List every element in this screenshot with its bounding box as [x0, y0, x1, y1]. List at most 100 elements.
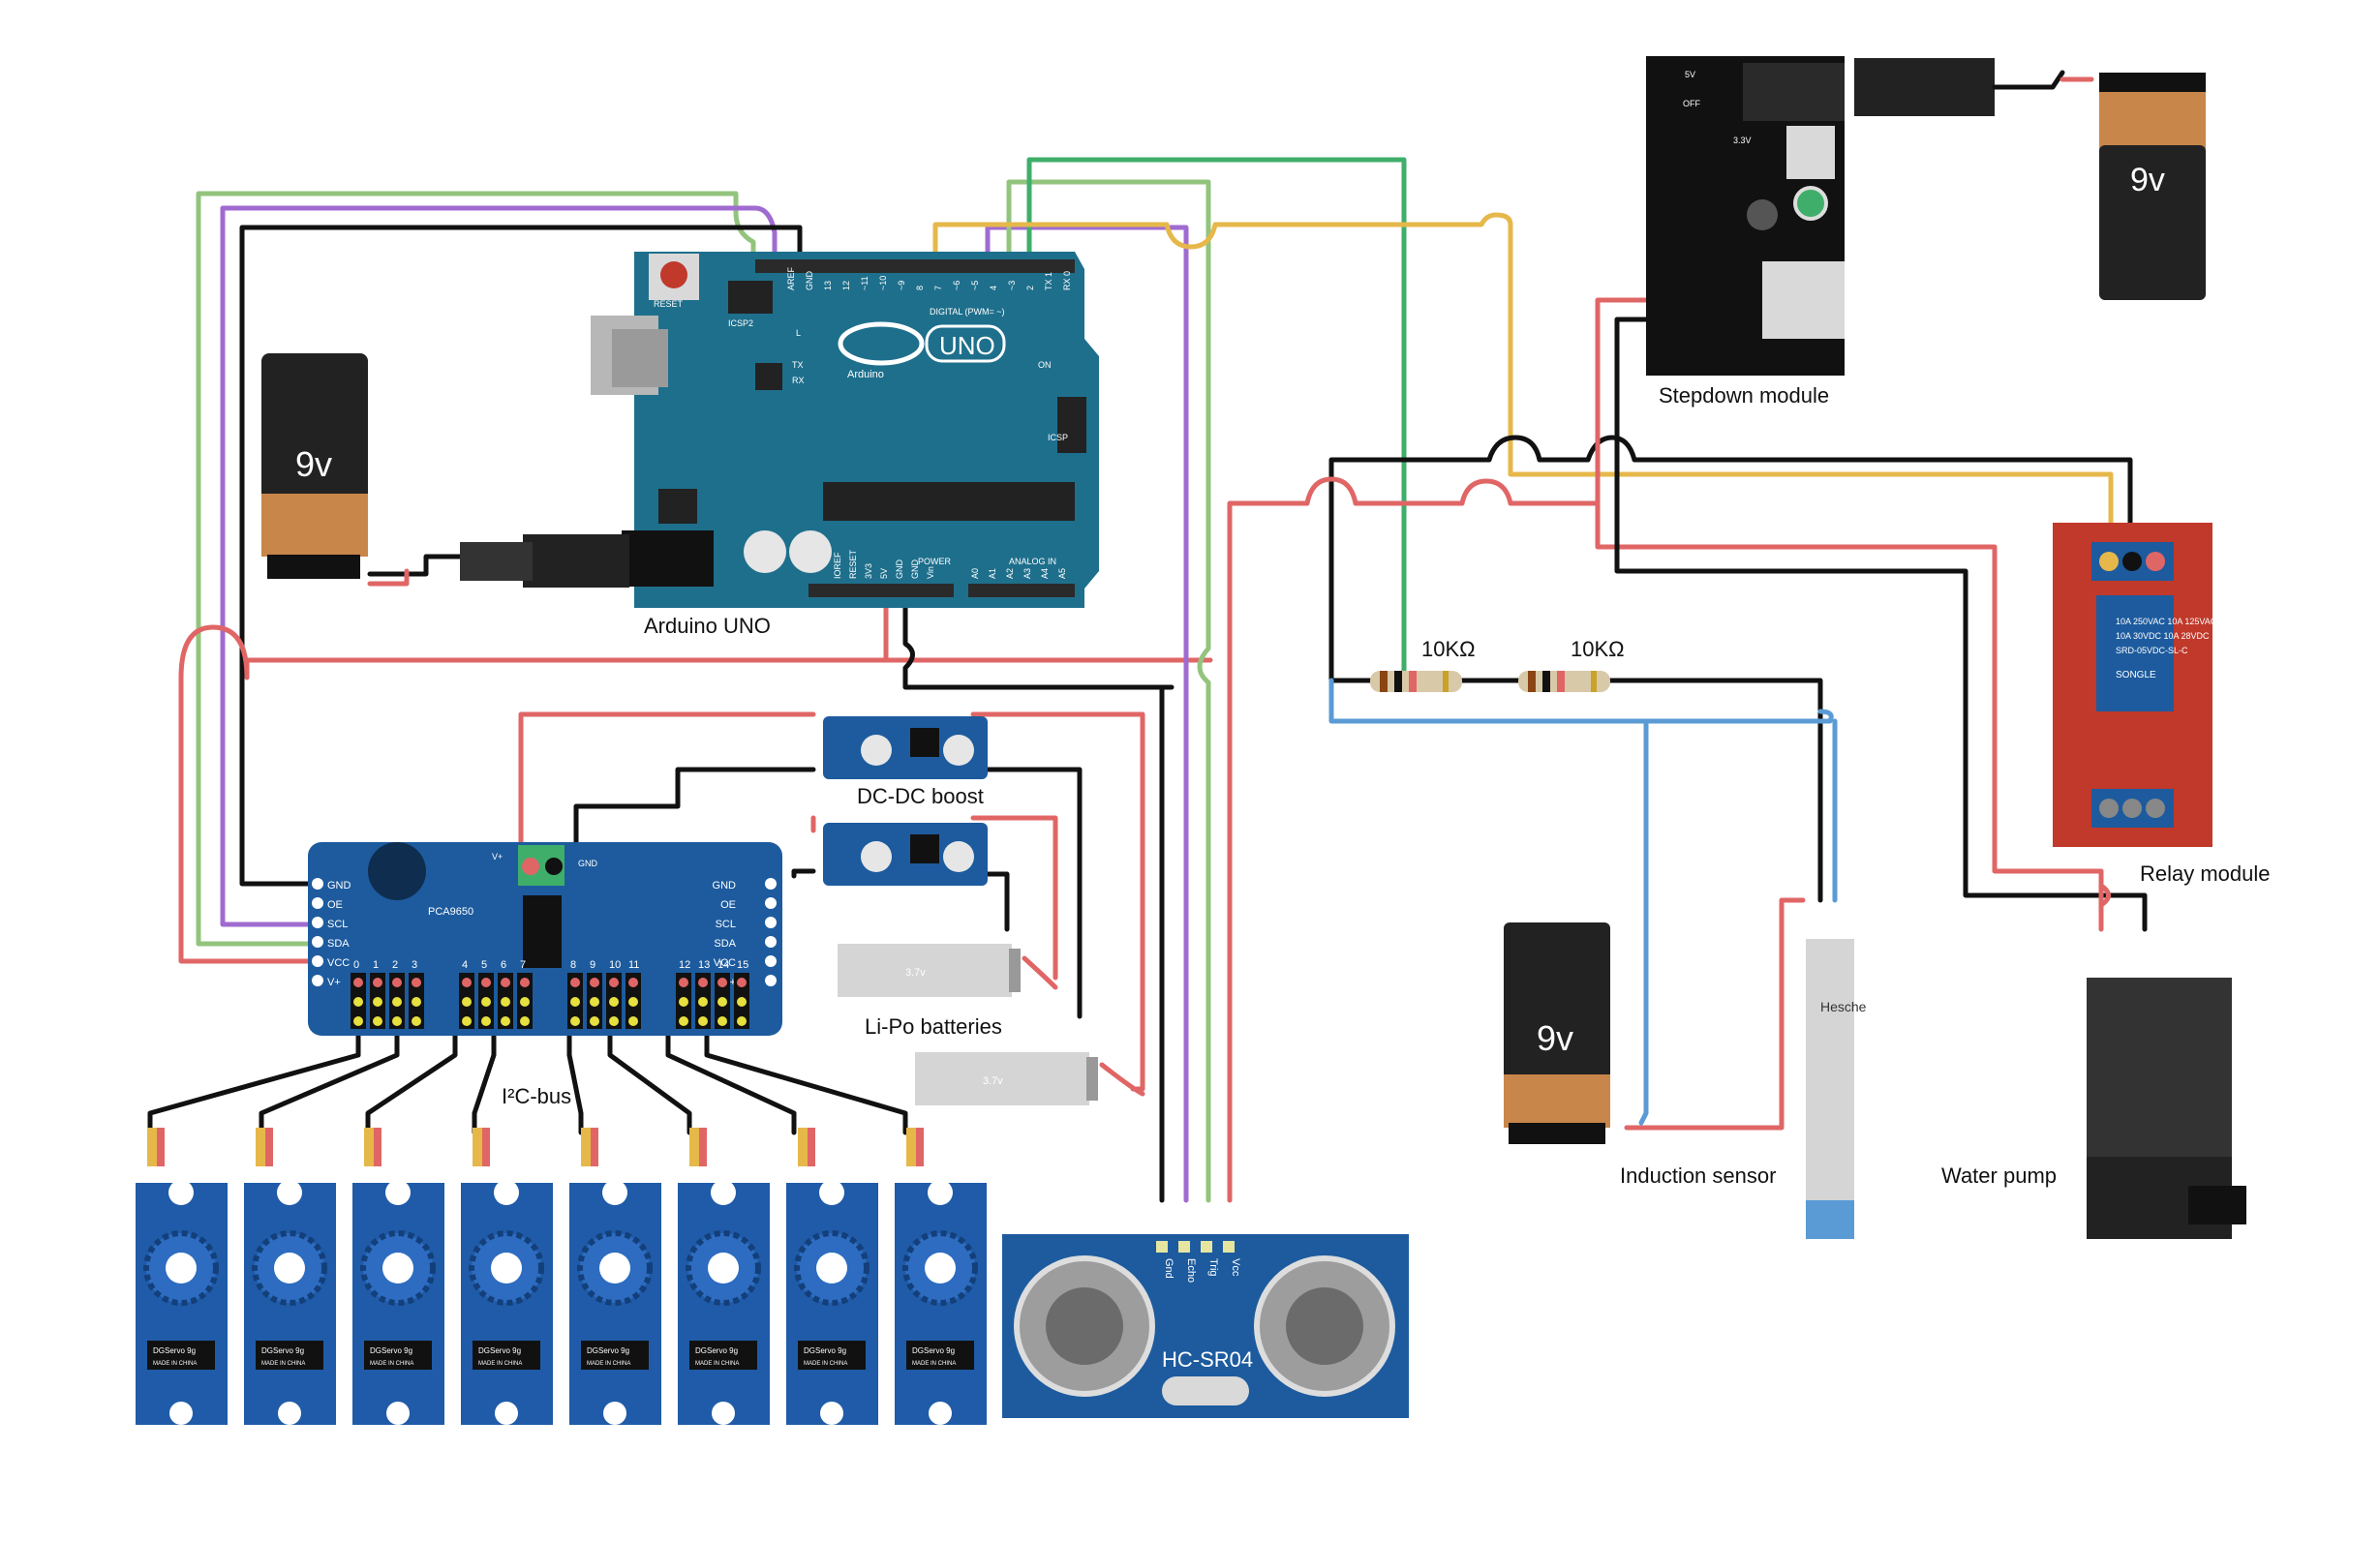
arduino-pin-label: ~11 — [860, 276, 870, 290]
i2c-bus-label: I²C-bus — [502, 1084, 571, 1108]
pca-left-pin — [312, 975, 323, 986]
lipo-label: Li-Po batteries — [865, 1014, 1002, 1039]
lipo-voltage-2: 3.7v — [983, 1075, 1003, 1087]
pca-left-pin — [312, 955, 323, 967]
arduino-pin-label: ~3 — [1007, 281, 1017, 290]
pca-vplus-label: V+ — [492, 852, 503, 861]
power-pin-label: IOREF — [833, 552, 842, 579]
pca-right-pin-label: SCL — [716, 919, 736, 930]
stepdown-off: OFF — [1683, 99, 1700, 108]
pca-left-pin-label: VCC — [327, 957, 350, 969]
wire-gnd-arduino — [902, 589, 1175, 690]
pca-channel-label: 10 — [609, 959, 621, 971]
pca-channel-pin — [353, 997, 363, 1007]
induction-label: Induction sensor — [1620, 1163, 1776, 1188]
icsp2-header — [728, 281, 773, 314]
stepdown-33v: 3.3V — [1733, 136, 1752, 145]
wire-red-sensor — [1624, 897, 1806, 1131]
servo-made: MADE IN CHINA — [153, 1361, 197, 1367]
pca-channel-pin — [628, 997, 638, 1007]
sensor-text: Hesche — [1820, 999, 1867, 1014]
wire-red-pump — [2098, 868, 2111, 932]
pca-channel-pin — [520, 1016, 530, 1026]
arduino-pin-label: 13 — [823, 281, 833, 290]
resistor-2 — [1518, 671, 1610, 692]
pca-channel-pin — [570, 978, 580, 987]
pca-channel-pin — [501, 978, 510, 987]
hcsr04-name: HC-SR04 — [1162, 1347, 1253, 1372]
pca-channel-pin — [353, 1016, 363, 1026]
hcsr04-pin — [1223, 1241, 1235, 1253]
servo-made: MADE IN CHINA — [370, 1361, 413, 1367]
pca-right-pin-label: GND — [713, 880, 737, 891]
wire-hc-trig — [1006, 179, 1211, 1203]
analog-pin-label: A4 — [1040, 568, 1050, 579]
arduino-pin-label: ~9 — [897, 281, 906, 290]
pca-channel-pin — [412, 1016, 421, 1026]
servo-brand: DGServo 9g — [153, 1346, 196, 1355]
relay-label: Relay module — [2140, 861, 2271, 886]
pca-channel-pin — [570, 1016, 580, 1026]
pca-channel-pin — [698, 978, 708, 987]
pca-channel-pin — [737, 1016, 747, 1026]
wire-servo4 — [472, 1028, 497, 1135]
pca-channel-label: 14 — [717, 959, 729, 971]
pca-left-pin-label: GND — [327, 880, 351, 891]
pca-channel-pin — [412, 997, 421, 1007]
uno-text: UNO — [939, 331, 995, 360]
wire-gnd-black — [239, 225, 803, 887]
pca-channel-pin — [590, 1016, 599, 1026]
pca-channel-pin — [481, 978, 491, 987]
power-header — [809, 584, 954, 597]
hcsr04-pin-label: Vcc — [1230, 1258, 1241, 1277]
pca-channel-pin — [717, 997, 727, 1007]
arduino-pin-label: 12 — [841, 281, 851, 290]
pca-channel-label: 6 — [501, 959, 506, 971]
pca-right-pin — [765, 878, 777, 890]
pca-channel-pin — [392, 978, 402, 987]
pca-channel-label: 8 — [570, 959, 576, 971]
power-pin-label: GND — [910, 559, 920, 580]
wires — [147, 157, 2148, 1203]
pca-channel-label: 13 — [698, 959, 710, 971]
pca-channel-label: 12 — [679, 959, 690, 971]
arduino-pin-label: ~6 — [952, 281, 961, 290]
pca-channel-label: 7 — [520, 959, 526, 971]
pca-channel-label: 2 — [392, 959, 398, 971]
arduino-pin-label: ~5 — [970, 281, 980, 290]
chip-small — [755, 363, 782, 390]
wire-hc-echo — [985, 225, 1189, 1203]
battery-9v-sensor: 9v — [1504, 922, 1610, 1144]
servo-made: MADE IN CHINA — [261, 1361, 305, 1367]
servo-brand: DGServo 9g — [804, 1346, 846, 1355]
regulator — [658, 489, 697, 524]
pca-chip — [523, 895, 562, 968]
water-pump — [2087, 978, 2246, 1239]
resistor-2-label: 10KΩ — [1571, 637, 1625, 661]
pca-right-pin — [765, 897, 777, 909]
arduino-pin-label: 2 — [1025, 286, 1035, 290]
pca-channel-pin — [373, 997, 382, 1007]
wire-servo2 — [259, 1028, 400, 1135]
servo-made: MADE IN CHINA — [695, 1361, 739, 1367]
wire-servo1 — [147, 1028, 361, 1135]
pca-channel-pin — [412, 978, 421, 987]
arduino-pin-label: TX 1 — [1044, 272, 1053, 290]
wire-red-stepdown — [1227, 297, 1678, 663]
pca-left-pin — [312, 897, 323, 909]
relay-text-1: 10A 250VAC 10A 125VAC — [2116, 617, 2217, 626]
arduino-pin-label: 8 — [915, 286, 925, 290]
pca-left-pin-label: SDA — [327, 938, 350, 950]
pca-channel-pin — [628, 978, 638, 987]
lipo-voltage-1: 3.7v — [905, 967, 926, 979]
